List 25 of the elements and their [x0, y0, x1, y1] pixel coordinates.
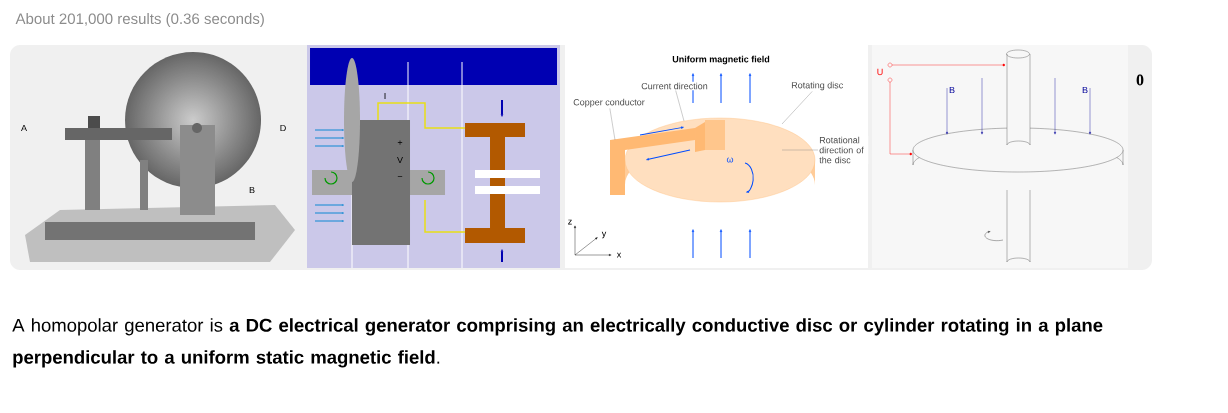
callout-label: Current direction — [640, 81, 709, 91]
voltage-label: U — [877, 68, 883, 76]
leader-line — [781, 91, 813, 125]
axis-label: y — [601, 231, 607, 239]
field-label: B — [949, 86, 955, 94]
current-label: I — [384, 92, 386, 100]
callout-label: Copper conductor — [572, 97, 646, 109]
description-paragraph: A homopolar generator is a DC electrical generator comprising an electrically conductive disc or cylinder rotating in a plane perpendicular to a uniform static magnetic field. — [12, 318, 1103, 368]
partial-character: 0 — [1136, 74, 1144, 86]
part-letter: B — [249, 186, 255, 194]
voltage-label: V — [397, 156, 403, 164]
leader-line — [675, 90, 685, 122]
field-label: B — [1082, 86, 1088, 94]
part-letter: D — [280, 124, 286, 132]
angular-velocity-label: ω — [726, 157, 734, 163]
axis-label: z — [568, 219, 572, 225]
field-label: Uniform magnetic field — [672, 55, 770, 65]
polarity-sign: − — [397, 176, 403, 177]
result-count: About 201,000 results (0.36 seconds) — [15, 13, 264, 27]
axis-label: x — [616, 252, 622, 258]
polarity-sign: + — [397, 140, 403, 145]
callout-label: Rotational direction of the disc — [818, 135, 869, 165]
callout-label: Rotating disc — [790, 80, 845, 92]
part-letter: A — [21, 124, 27, 132]
leader-line — [609, 108, 616, 141]
